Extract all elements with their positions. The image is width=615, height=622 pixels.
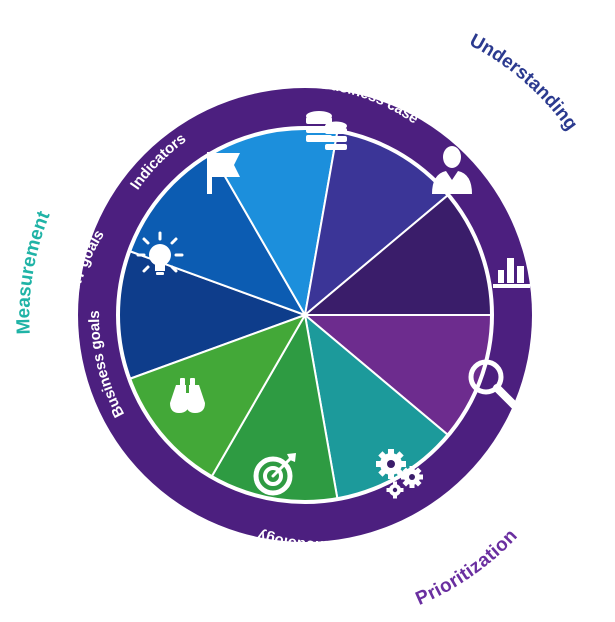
lightbulb-icon (136, 231, 184, 275)
person-icon (432, 146, 472, 194)
binoculars-icon (170, 378, 205, 413)
category-measurement: Measurement (13, 208, 54, 335)
target-icon (253, 453, 296, 496)
gears-icon (376, 449, 423, 499)
coins-icon (306, 111, 347, 150)
flag-icon (207, 152, 240, 194)
ring-label-ceo-chair: CEO/Chair (537, 199, 578, 275)
bar-chart-icon (493, 258, 530, 288)
category-understanding: Understanding (466, 30, 582, 134)
magnifier-icon (468, 359, 518, 409)
pie-border (116, 126, 494, 504)
